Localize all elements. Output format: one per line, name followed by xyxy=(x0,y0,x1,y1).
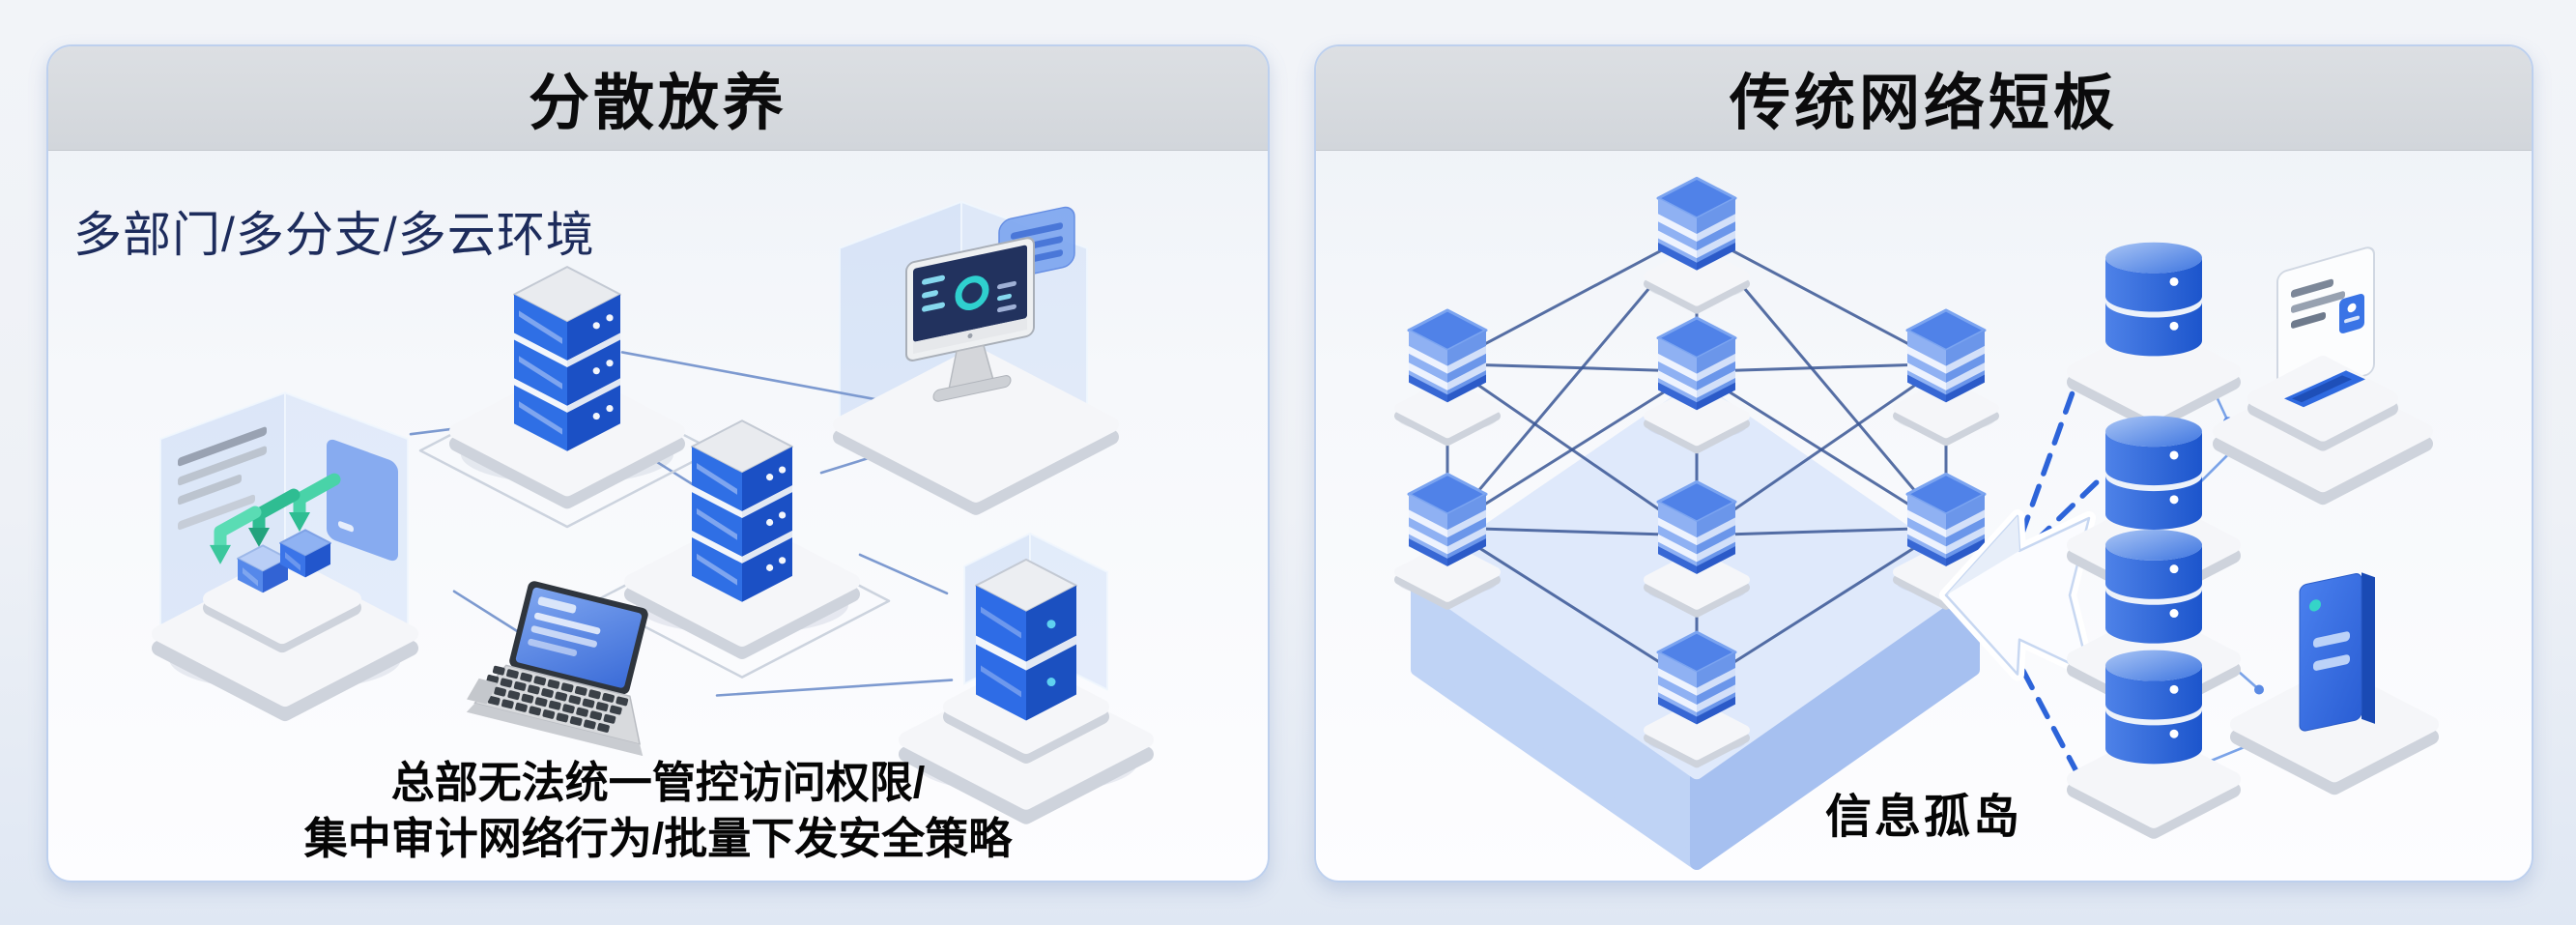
imac-node xyxy=(833,206,1119,515)
multi-env-label: 多部门/多分支/多云环境 xyxy=(73,208,595,262)
mesh-server-node-icon xyxy=(1644,316,1750,454)
server-stack-icon xyxy=(593,419,891,679)
storage-server-icon xyxy=(899,558,1154,824)
broken-arrow-icon xyxy=(1939,509,2096,681)
green-arrow-icon xyxy=(210,473,341,564)
left-caption-line1: 总部无法统一管控访问权限/ xyxy=(390,758,926,807)
cube-icon xyxy=(237,529,331,593)
laptop-icon xyxy=(466,581,648,757)
mesh-server-node-icon xyxy=(1394,473,1501,610)
database-icon xyxy=(2067,650,2241,839)
id-card-device-icon xyxy=(2213,246,2433,506)
imac-icon xyxy=(905,237,1035,402)
server-tile-icon xyxy=(2230,572,2439,795)
left-panel-header: 分散放养 xyxy=(48,46,1268,151)
isolated-island-caption: 信息孤岛 xyxy=(1824,792,2022,843)
document-lines xyxy=(178,426,267,531)
left-panel-title: 分散放养 xyxy=(529,70,787,137)
left-panel-body: 多部门/多分支/多云环境 总部无法统一管控访问权限/ 集中审计网络行为/批量下发… xyxy=(48,150,1268,881)
mesh-server-node-icon xyxy=(1893,308,1999,447)
right-illustration xyxy=(1394,176,2439,871)
database-icon xyxy=(2067,242,2241,431)
right-panel-title: 传统网络短板 xyxy=(1730,70,2118,137)
server-stack-icon xyxy=(418,266,716,529)
left-illustration xyxy=(152,200,1154,824)
left-caption-line2: 集中审计网络行为/批量下发安全策略 xyxy=(303,814,1013,863)
mesh-server-node-icon xyxy=(1644,630,1750,768)
blue-card xyxy=(327,439,398,562)
mesh-server-node-icon xyxy=(1394,308,1501,447)
mesh-server-node-icon xyxy=(1644,479,1750,618)
right-panel-body: 信息孤岛 xyxy=(1316,150,2532,881)
cloud-blocks-node xyxy=(152,473,418,722)
right-panel: 传统网络短板 信息孤岛 xyxy=(1314,44,2533,882)
left-panel: 分散放养 多部门/多分支/多云环境 总部无法统一管控访问权限/ 集中审计网络行为… xyxy=(46,44,1270,882)
left-caption: 总部无法统一管控访问权限/ 集中审计网络行为/批量下发安全策略 xyxy=(48,755,1268,867)
right-panel-header: 传统网络短板 xyxy=(1316,46,2532,151)
mesh-server-node-icon xyxy=(1644,176,1750,314)
